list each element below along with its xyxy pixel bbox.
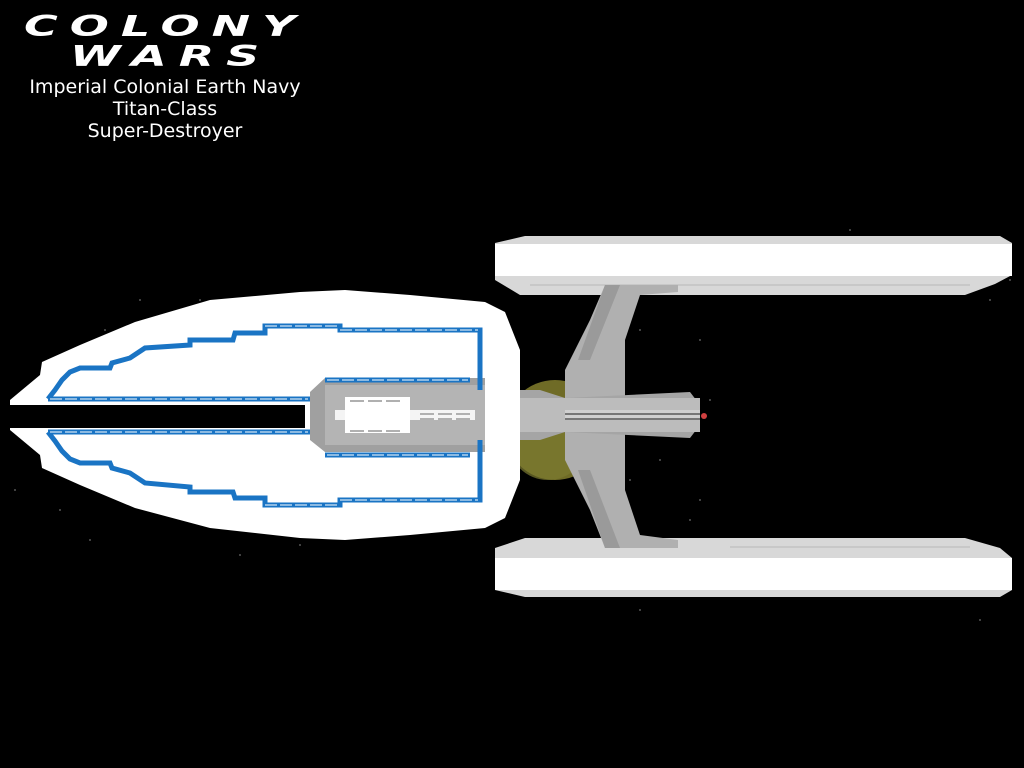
blue-trim-windows [50, 325, 478, 506]
colony-wars-logo: COLONY WARS [18, 12, 318, 74]
ship-type-label: Super-Destroyer [87, 120, 243, 142]
ship-caption: Imperial Colonial Earth Navy Titan-Class… [0, 76, 330, 142]
logo-line-wars: WARS [70, 39, 272, 73]
engine-glow [701, 413, 707, 419]
faction-label: Imperial Colonial Earth Navy [29, 76, 301, 98]
logo-line-colony: COLONY [24, 9, 308, 43]
command-block [310, 378, 485, 452]
lower-nacelle [495, 538, 1012, 597]
forward-bay [10, 405, 305, 428]
pylons [565, 285, 678, 548]
upper-nacelle [495, 236, 1012, 295]
ship-class-label: Titan-Class [112, 98, 218, 120]
